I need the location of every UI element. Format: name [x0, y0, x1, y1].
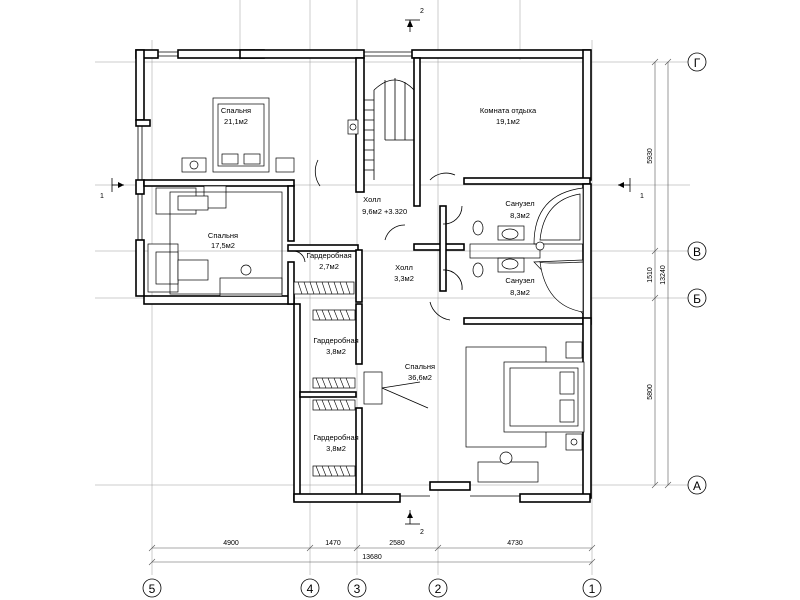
bedroom-w-name: Спальня — [208, 231, 238, 240]
staircase — [347, 78, 415, 180]
wardrobe-3-name: Гардеробная — [313, 433, 358, 442]
section-marks: 2 2 1 1 — [100, 8, 644, 536]
axis-3: 3 — [354, 582, 361, 596]
wardrobe-3-area: 3,8м2 — [326, 444, 346, 453]
axis-a: А — [693, 479, 701, 493]
bath-2-area: 8,3м2 — [510, 288, 530, 297]
bedroom-nw-name: Спальня — [221, 106, 251, 115]
section-mark-left: 1 — [100, 193, 104, 200]
level-mark: +3.320 — [384, 207, 407, 216]
dim-bottom-4: 4730 — [507, 540, 523, 547]
bedroom-w-area: 17,5м2 — [211, 241, 235, 250]
dimension-right: 5930 1510 5800 13240 — [647, 58, 672, 489]
dimension-bottom: 4900 1470 2580 4730 13680 — [148, 540, 596, 566]
bath-2-name: Санузел — [505, 276, 534, 285]
wardrobe-1-name: Гардеробная — [306, 251, 351, 260]
axis-4: 4 — [307, 582, 314, 596]
hall-main-name: Холл — [363, 195, 381, 204]
bedroom-main-name: Спальня — [405, 362, 435, 371]
section-mark-bottom: 2 — [420, 529, 424, 536]
axis-v: В — [693, 245, 701, 259]
axis-bubbles-horizontal: Г В Б А — [687, 52, 707, 495]
windows — [137, 51, 520, 497]
room-labels: Спальня 21,1м2 Спальня 17,5м2 Комната от… — [208, 106, 537, 453]
axis-1: 1 — [589, 582, 596, 596]
bath-1-name: Санузел — [505, 199, 534, 208]
hall-small-area: 3,3м2 — [394, 274, 414, 283]
dim-bottom-3: 2580 — [389, 540, 405, 547]
lounge-name: Комната отдыха — [480, 106, 537, 115]
hall-small-name: Холл — [395, 263, 413, 272]
dim-right-total: 13240 — [660, 265, 667, 285]
walls — [135, 49, 592, 503]
dim-bottom-1: 4900 — [223, 540, 239, 547]
wardrobe-2-name: Гардеробная — [313, 336, 358, 345]
axis-b: Б — [693, 292, 701, 306]
section-mark-right: 1 — [640, 193, 644, 200]
wardrobe-1-area: 2,7м2 — [319, 262, 339, 271]
axis-g: Г — [694, 56, 701, 70]
bathroom-fixtures — [469, 187, 584, 315]
hall-main-area: 9,6м2 — [362, 207, 382, 216]
section-mark-top: 2 — [420, 8, 424, 15]
bedroom-main-area: 36,6м2 — [408, 373, 432, 382]
dim-right-1: 5930 — [647, 148, 654, 164]
wardrobe-hatches — [293, 281, 356, 477]
bedroom-w-furniture — [147, 185, 283, 297]
axis-5: 5 — [149, 582, 156, 596]
dim-right-2: 1510 — [647, 267, 654, 283]
lounge-area: 19,1м2 — [496, 117, 520, 126]
doors — [291, 159, 463, 321]
axis-2: 2 — [435, 582, 442, 596]
wardrobe-2-area: 3,8м2 — [326, 347, 346, 356]
bedroom-nw-area: 21,1м2 — [224, 117, 248, 126]
dim-bottom-total: 13680 — [362, 554, 382, 561]
axis-grid-lines — [95, 0, 690, 575]
bedroom-main-furniture — [363, 341, 585, 483]
bath-1-area: 8,3м2 — [510, 211, 530, 220]
axis-bubbles-vertical: 5 4 3 2 1 — [142, 578, 602, 598]
dim-bottom-2: 1470 — [325, 540, 341, 547]
dim-right-3: 5800 — [647, 384, 654, 400]
bedroom-nw-furniture — [181, 97, 295, 173]
